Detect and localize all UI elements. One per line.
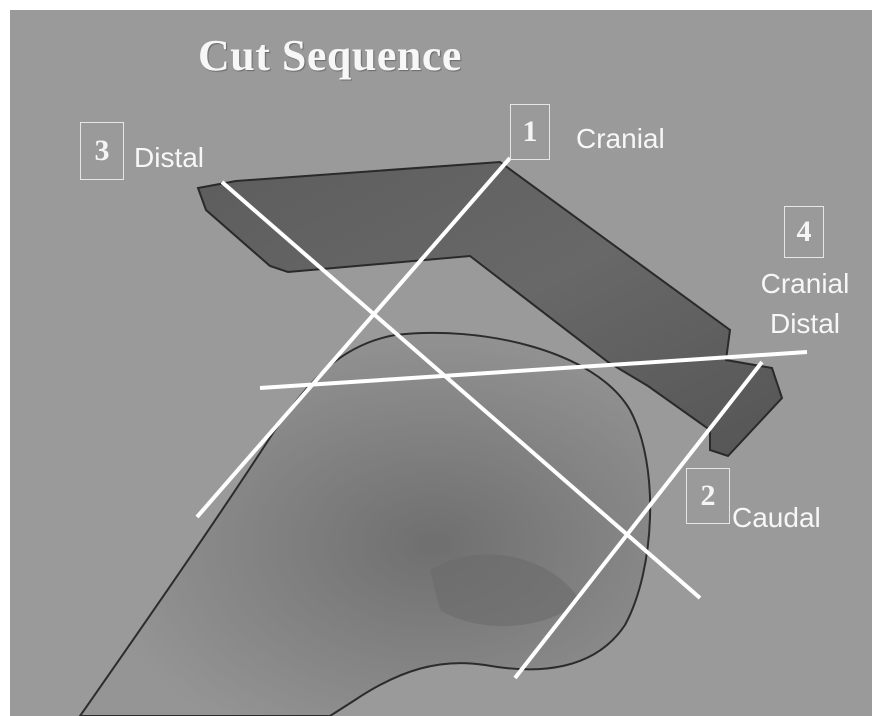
page-title: Cut Sequence: [198, 30, 462, 81]
cut-4-number: 4: [784, 206, 824, 258]
diagram-panel: Cut Sequence 1 Cranial 3 Distal 4 Crania…: [10, 10, 872, 716]
cut-3-number: 3: [80, 122, 124, 180]
cut-4-label-line2: Distal: [742, 308, 868, 340]
cut-1-label: Cranial: [576, 123, 665, 155]
bone-shape: [80, 333, 650, 716]
cut-1-number: 1: [510, 104, 550, 160]
cut-sequence-illustration: [10, 10, 872, 716]
cut-2-number: 2: [686, 468, 730, 524]
cut-2-label: Caudal: [732, 502, 821, 534]
cut-4-label-line1: Cranial: [742, 268, 868, 300]
cut-3-label: Distal: [134, 142, 204, 174]
